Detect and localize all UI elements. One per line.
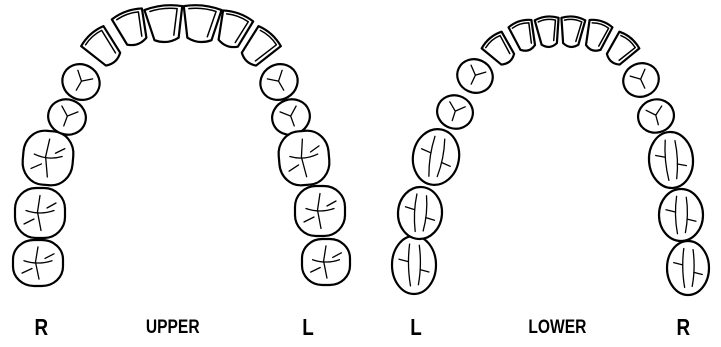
lower-left-third-molar: [390, 234, 438, 296]
lower-right-lateral-incisor: [584, 18, 614, 52]
lower-arch-label: LOWER: [528, 317, 587, 338]
lower-right-canine: [605, 30, 641, 66]
lower-left-lateral-incisor: [507, 18, 537, 52]
lower-left-second-premolar: [436, 94, 474, 130]
upper-right-second-molar: [13, 186, 67, 240]
upper-left-third-molar: [300, 237, 352, 287]
upper-arch-right-side-label: R: [34, 314, 49, 340]
upper-left-lateral-incisor: [217, 9, 255, 49]
upper-left-first-premolar: [259, 63, 299, 101]
upper-left-canine: [240, 24, 282, 67]
upper-arch-left-side-label: L: [302, 314, 314, 340]
upper-right-third-molar: [11, 238, 65, 288]
upper-dental-arch: [11, 4, 352, 288]
upper-arch-label: UPPER: [145, 317, 200, 338]
lower-left-canine: [480, 30, 516, 66]
upper-right-first-premolar: [61, 63, 101, 101]
upper-right-second-premolar: [47, 98, 87, 136]
upper-right-lateral-incisor: [110, 7, 148, 47]
lower-arch-right-side-label: R: [676, 314, 691, 340]
upper-left-central-incisor: [182, 4, 223, 44]
lower-right-second-premolar: [636, 98, 676, 134]
lower-right-third-molar: [665, 239, 711, 297]
lower-left-central-incisor: [533, 15, 560, 49]
lower-right-second-molar: [657, 187, 705, 243]
lower-right-central-incisor: [560, 15, 587, 49]
lower-right-first-premolar: [622, 62, 660, 98]
upper-left-first-molar: [277, 129, 331, 187]
lower-dental-arch: [390, 15, 711, 297]
lower-left-first-premolar: [456, 58, 494, 94]
upper-right-first-molar: [21, 129, 75, 187]
lower-arch-left-side-label: L: [410, 314, 422, 340]
lower-left-first-molar: [411, 128, 461, 186]
lower-left-second-molar: [396, 185, 444, 241]
upper-right-canine: [80, 24, 122, 67]
upper-left-second-molar: [293, 184, 347, 238]
lower-right-first-molar: [647, 130, 695, 190]
upper-right-central-incisor: [143, 4, 184, 44]
